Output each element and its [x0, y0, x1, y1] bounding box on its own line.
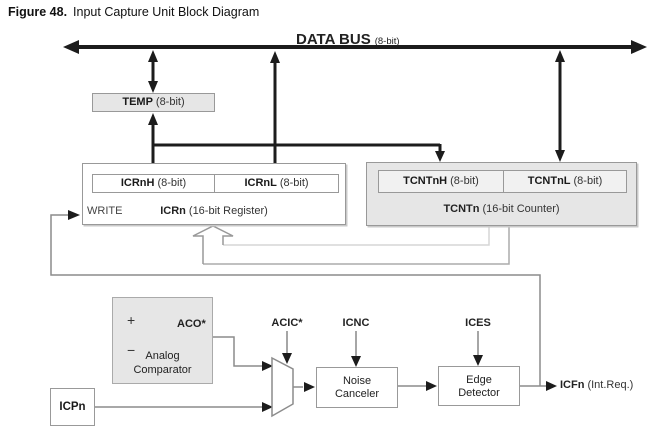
noise-canceler-input-arrow-icon — [304, 382, 315, 392]
figure-title: Input Capture Unit Block Diagram — [73, 5, 260, 19]
ices-arrow-down-icon — [473, 355, 483, 366]
icnc-arrow-down-icon — [351, 356, 361, 367]
bus-arrowhead-right-icon — [631, 40, 647, 54]
capture-pipe-outer-line — [203, 226, 510, 265]
capture-pipe-inner-line — [223, 226, 490, 246]
edge-detector-input-arrow-icon — [426, 381, 437, 391]
write-label: WRITE — [87, 205, 123, 217]
figure-caption: Figure 48. Input Capture Unit Block Diagr… — [8, 5, 259, 19]
icp-input-box: ICPn — [50, 388, 95, 426]
capture-hollow-arrow-icon — [192, 225, 234, 264]
analog-comparator-box — [112, 297, 213, 384]
write-arrowhead-icon — [68, 210, 80, 220]
icrnl-arrow-up-icon — [270, 51, 280, 63]
icrnh-cell: ICRnH(8-bit) — [93, 175, 214, 192]
icfn-arrowhead-icon — [546, 381, 557, 391]
write-trigger-line — [50, 214, 541, 386]
analog-comparator-caption-line1: Analog — [145, 350, 180, 362]
temp-register-label: TEMP(8-bit) — [122, 96, 185, 108]
aco-label: ACO* — [177, 318, 206, 330]
tcntnh-arrow-down-icon — [435, 151, 445, 162]
tcnt-counter-label: TCNTn(16-bit Counter) — [443, 203, 560, 215]
data-bus-name: DATA BUS — [296, 31, 371, 48]
icfn-output-label: ICFn(Int.Req.) — [560, 379, 634, 391]
icnc-label: ICNC — [342, 317, 370, 329]
icr-register-label: ICRn(16-bit Register) — [160, 205, 268, 217]
tcntnl-cell: TCNTnL(8-bit) — [503, 171, 626, 192]
tcntnl-arrow-down-icon — [555, 150, 565, 162]
bus-temp-arrow-up-icon — [148, 50, 158, 62]
data-bus-note: (8-bit) — [374, 36, 400, 47]
edge-detector-label: Edge Detector — [458, 374, 500, 399]
mux-input-top-arrow-icon — [262, 361, 273, 371]
data-bus-label: DATA BUS(8-bit) — [296, 31, 400, 49]
comparator-plus-sign: + — [127, 312, 136, 328]
icr-register-box — [82, 163, 346, 225]
acic-arrow-down-icon — [282, 353, 292, 364]
noise-canceler-label: Noise Canceler — [334, 375, 380, 400]
tcntnh-cell: TCNTnH(8-bit) — [379, 171, 503, 192]
tcntnl-arrow-up-icon — [555, 50, 565, 62]
figure-number: Figure 48. — [8, 5, 68, 19]
temp-arrow-up-icon — [148, 113, 158, 125]
ices-label: ICES — [465, 317, 491, 329]
tcnt-byte-cells: TCNTnH(8-bit) TCNTnL(8-bit) — [378, 170, 627, 193]
acic-label: ACIC* — [271, 317, 303, 329]
temp-register-box: TEMP(8-bit) — [92, 93, 215, 112]
mux-shape — [271, 356, 294, 418]
icrnl-cell: ICRnL(8-bit) — [214, 175, 338, 192]
edge-detector-box: Edge Detector — [438, 366, 520, 406]
bus-arrowhead-left-icon — [63, 40, 79, 54]
bus-temp-arrow-down-icon — [148, 81, 158, 93]
noise-canceler-box: Noise Canceler — [316, 367, 398, 408]
mux-input-bottom-arrow-icon — [262, 402, 273, 412]
icr-byte-cells: ICRnH(8-bit) ICRnL(8-bit) — [92, 174, 339, 193]
comparator-minus-sign: − — [127, 342, 136, 358]
analog-comparator-caption-line2: Comparator — [133, 364, 192, 376]
icp-input-label: ICPn — [59, 401, 86, 413]
